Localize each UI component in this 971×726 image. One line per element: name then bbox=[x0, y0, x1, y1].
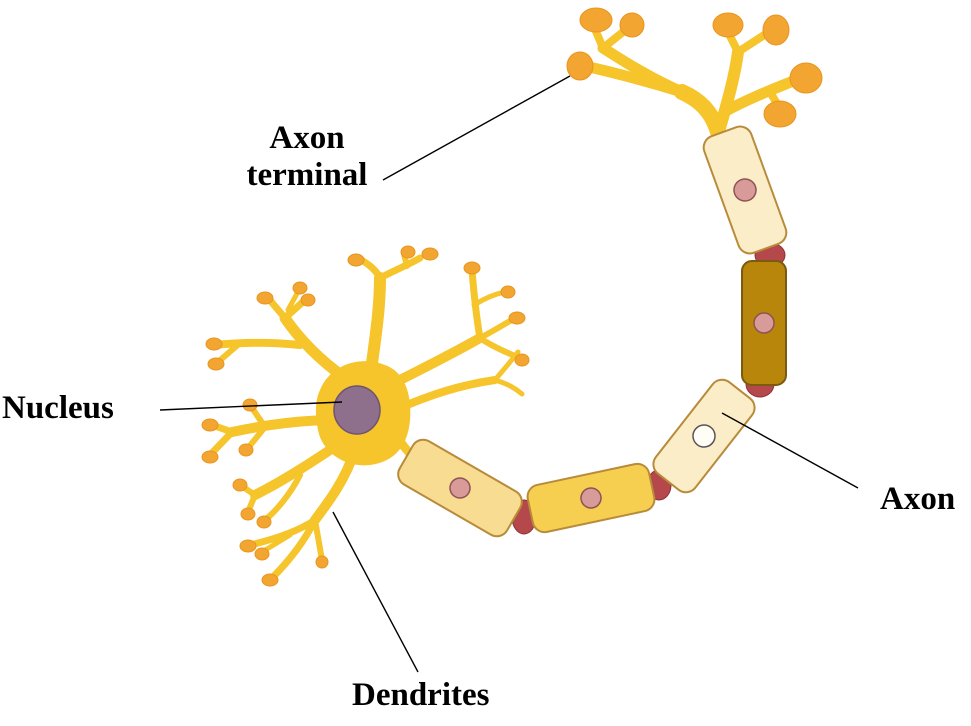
nucleus bbox=[333, 385, 381, 435]
nucleus-label: Nucleus bbox=[2, 390, 114, 426]
axon-leader-line bbox=[721, 412, 859, 489]
terminal-bulb bbox=[763, 100, 797, 128]
myelin-segment bbox=[397, 438, 523, 538]
dendrites-label: Dendrites bbox=[352, 677, 490, 713]
axon bbox=[397, 125, 788, 538]
terminal-bulb bbox=[619, 12, 645, 38]
axon-terminal-label-line2: terminal bbox=[246, 156, 368, 193]
schwann-cell-nucleus bbox=[692, 424, 716, 448]
terminal-bulb bbox=[762, 14, 790, 46]
dendrite-bulbs bbox=[201, 245, 530, 587]
myelin-segment bbox=[702, 125, 788, 255]
myelin-segment bbox=[741, 260, 787, 386]
nucleus-leader-line bbox=[159, 401, 343, 411]
terminal-bulb bbox=[579, 7, 613, 33]
myelin-segment bbox=[526, 462, 656, 534]
axon-label: Axon bbox=[880, 481, 956, 517]
schwann-cell-nucleus bbox=[580, 487, 602, 509]
terminal-bulb bbox=[566, 51, 594, 81]
schwann-cell-nucleus bbox=[753, 312, 775, 334]
terminal-bulb bbox=[712, 12, 744, 38]
axon-terminal-label: Axon terminal bbox=[232, 120, 382, 194]
dendrites-leader-line bbox=[332, 511, 419, 673]
axon-terminal-bulbs bbox=[566, 7, 823, 128]
axon-terminal-label-line1: Axon bbox=[269, 120, 345, 156]
schwann-cell-nucleus bbox=[449, 477, 471, 499]
myelin-segment bbox=[652, 378, 756, 494]
axon-terminal-leader-line bbox=[382, 75, 571, 181]
terminal-bulb bbox=[789, 62, 823, 94]
leader-lines bbox=[159, 75, 859, 673]
schwann-cell-nucleus bbox=[733, 178, 757, 202]
